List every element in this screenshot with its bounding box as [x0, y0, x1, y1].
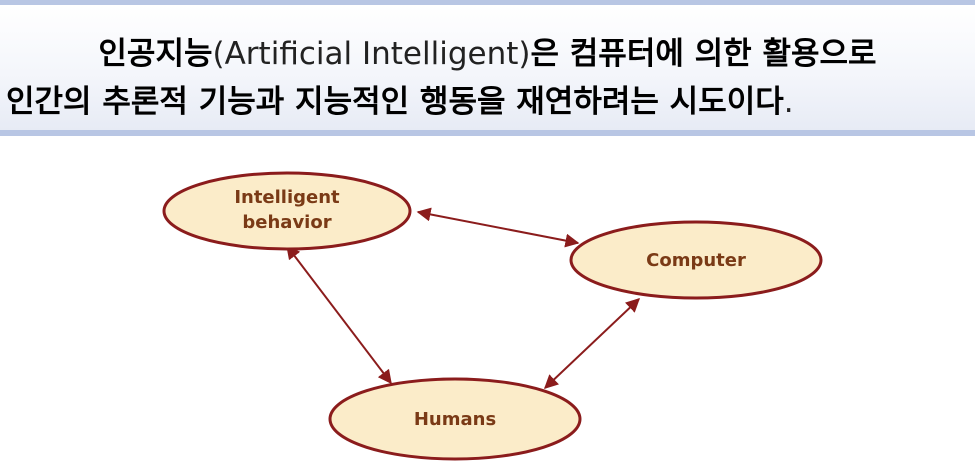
node-humans-label: Humans — [414, 409, 496, 430]
header-line-2-text: 인간의 추론적 기능과 지능적인 행동을 재연하려는 시도이다 — [6, 84, 784, 120]
node-computer-label: Computer — [646, 250, 746, 271]
node-humans: Humans — [328, 377, 582, 461]
arrow-computer-humans — [543, 298, 641, 389]
node-intelligent-behavior: Intelligent behavior — [162, 171, 412, 251]
arrow-behavior-computer — [416, 207, 580, 248]
header-term-english: (Artificial Intelligent) — [212, 36, 531, 72]
node-intelligent-behavior-line1: Intelligent — [234, 187, 340, 208]
header-line-1: 인공지능(Artificial Intelligent)은 컴퓨터에 의한 활용… — [0, 28, 975, 73]
header-term: 인공지능 — [98, 36, 213, 72]
header-line-2: 인간의 추론적 기능과 지능적인 행동을 재연하려는 시도이다. — [6, 76, 794, 121]
header-line-1-rest: 은 컴퓨터에 의한 활용으로 — [530, 36, 877, 72]
header-period: . — [783, 84, 794, 120]
node-intelligent-behavior-line2: behavior — [242, 212, 331, 233]
arrow-behavior-humans — [286, 244, 392, 385]
node-computer: Computer — [569, 220, 823, 300]
header-banner: 인공지능(Artificial Intelligent)은 컴퓨터에 의한 활용… — [0, 0, 975, 136]
